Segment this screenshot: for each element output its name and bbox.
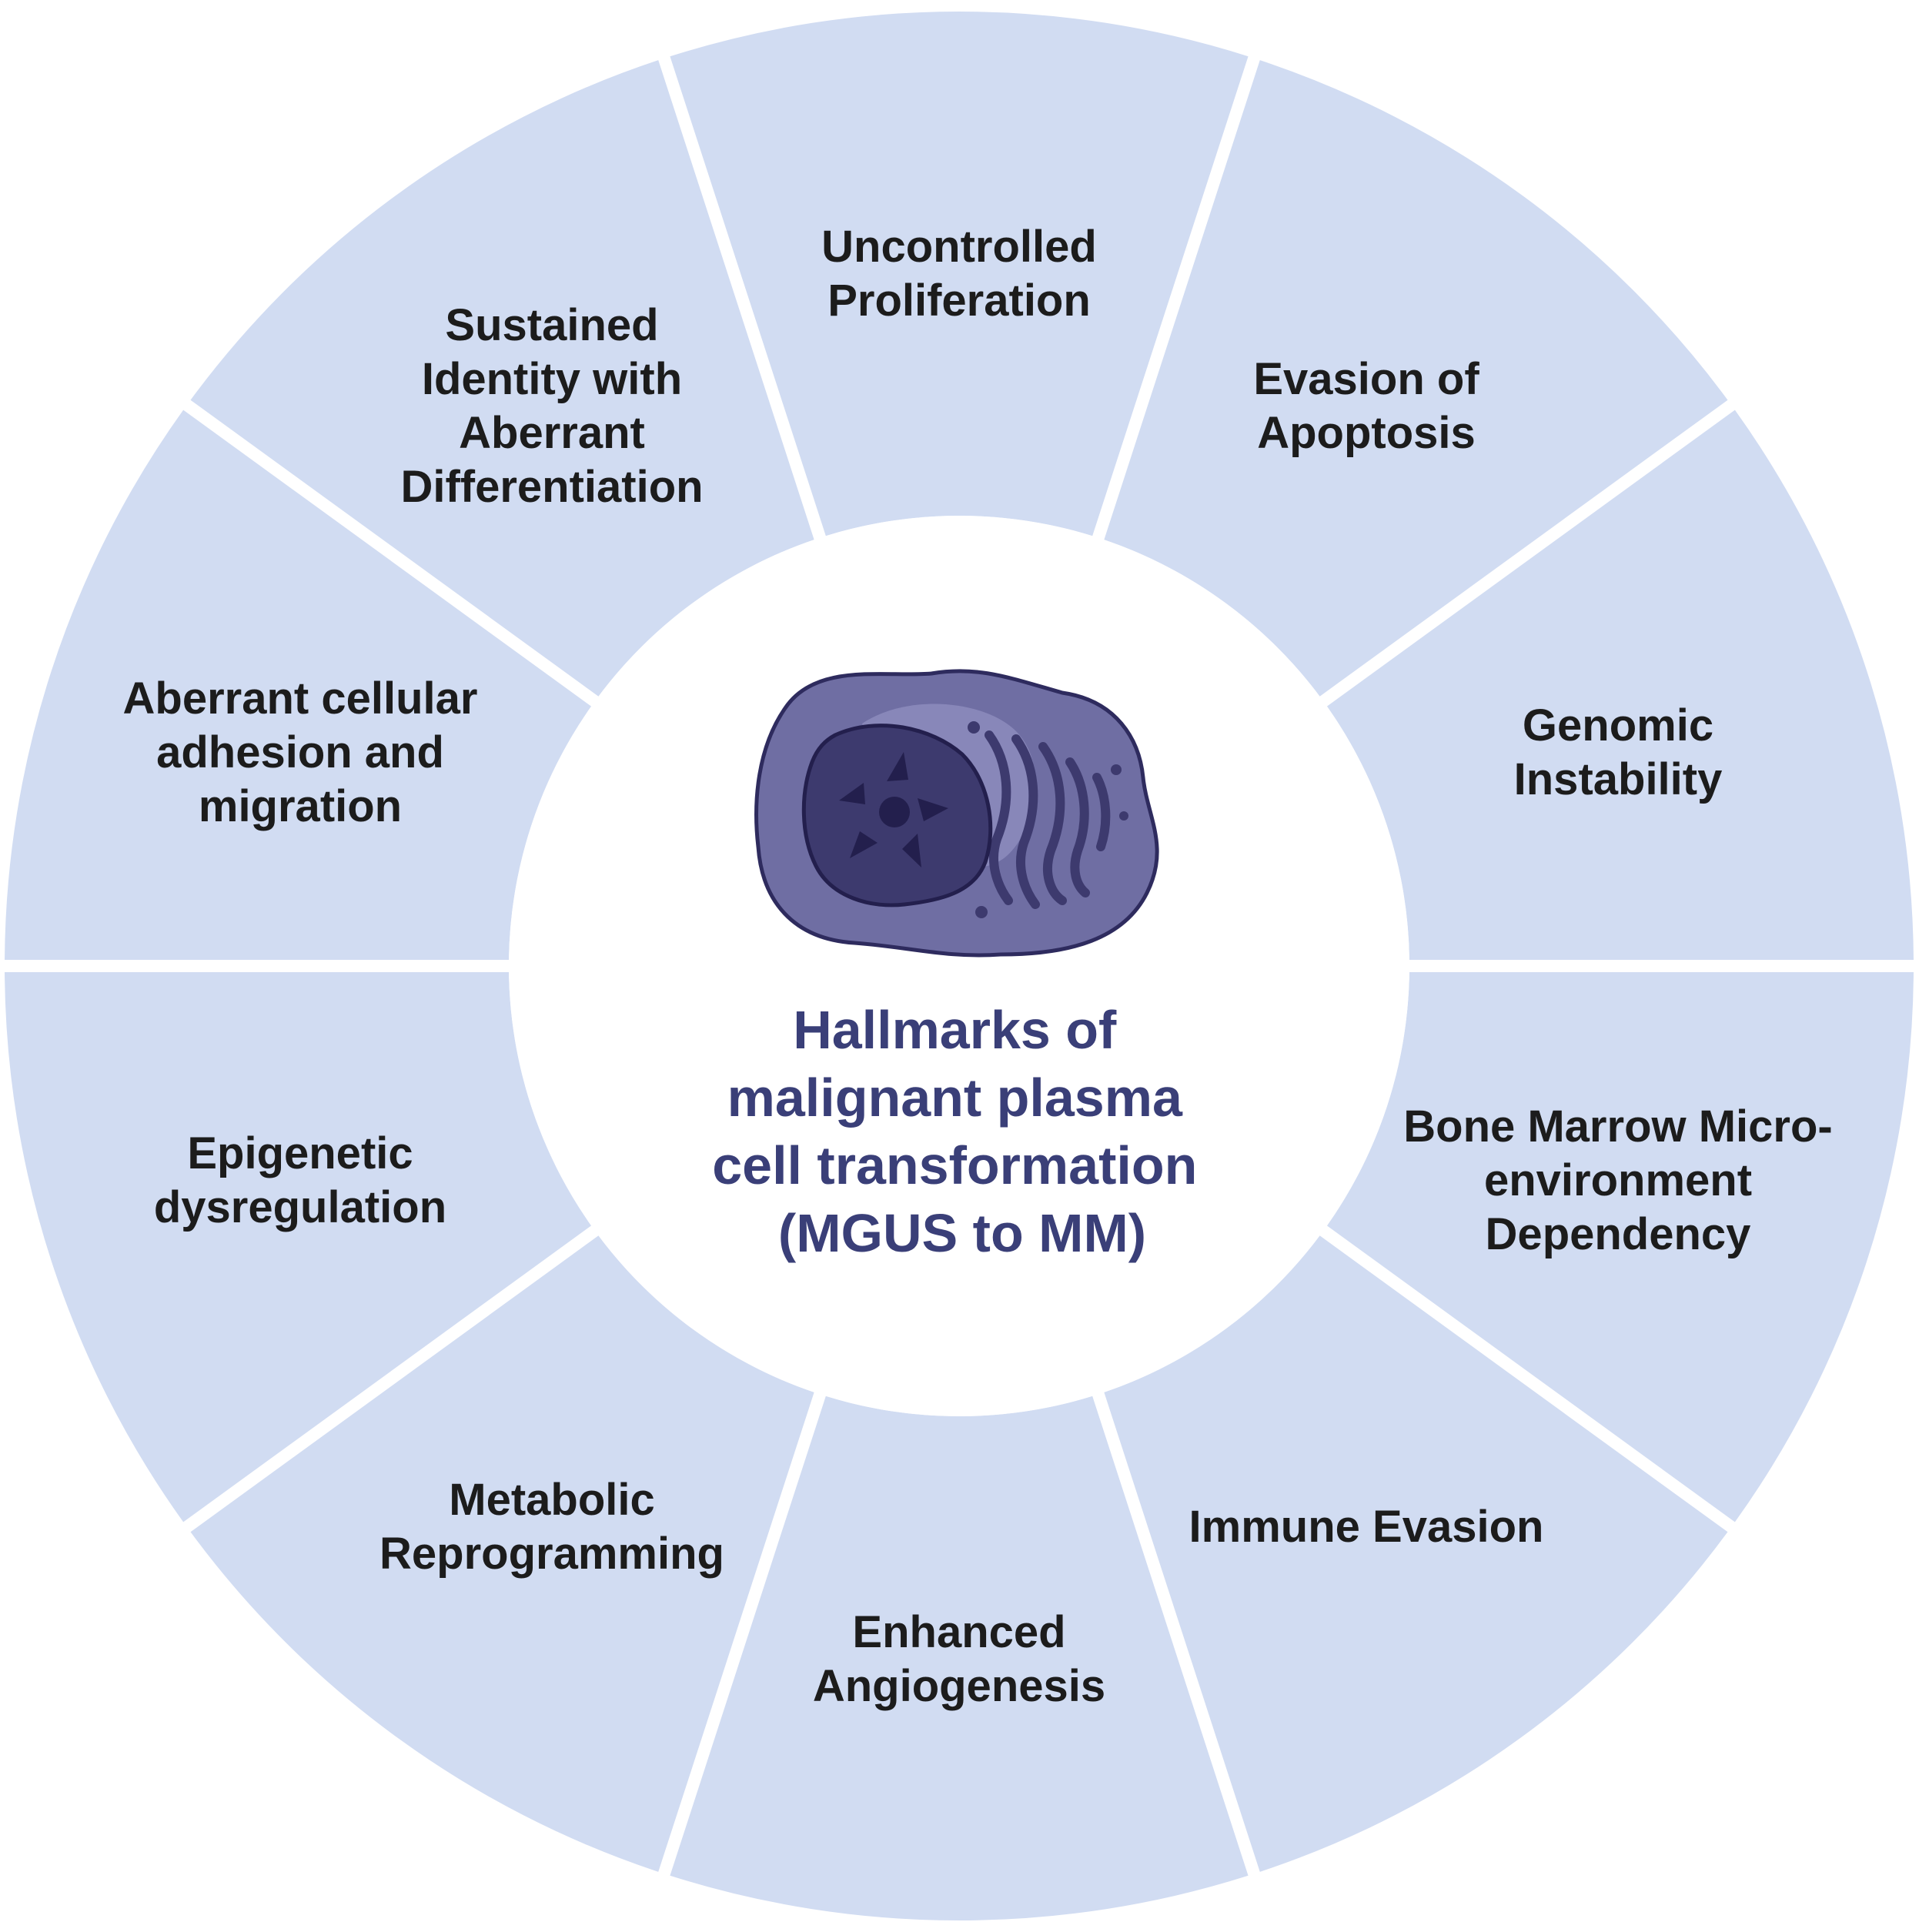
segment-epigenetic-dysregulation xyxy=(5,971,592,1523)
label-line: dysregulation xyxy=(154,1182,446,1232)
center-title-line: Hallmarks of xyxy=(793,1000,1117,1060)
center-title-line: cell transformation xyxy=(712,1135,1197,1195)
label-line: Instability xyxy=(1514,754,1723,804)
segment-evasion-of-apoptosis xyxy=(1104,60,1728,697)
label-immune-evasion: Immune Evasion xyxy=(1189,1502,1544,1552)
label-line: adhesion and xyxy=(156,727,444,777)
label-line: Dependency xyxy=(1486,1209,1751,1259)
label-line: Uncontrolled xyxy=(821,222,1097,272)
label-line: Identity with xyxy=(422,354,682,404)
center-title-line: (MGUS to MM) xyxy=(778,1203,1146,1263)
segment-metabolic-reprogramming xyxy=(190,1235,814,1872)
label-line: Proliferation xyxy=(827,276,1091,326)
segment-bone-marrow-microenvironment-dependency xyxy=(1326,971,1914,1523)
label-line: Aberrant cellular xyxy=(123,674,478,724)
label-line: Sustained xyxy=(445,300,658,350)
label-line: Genomic xyxy=(1523,700,1713,750)
center-circle xyxy=(509,516,1409,1416)
label-line: Aberrant xyxy=(459,408,645,458)
center-title: Hallmarks of malignant plasma cell trans… xyxy=(712,1000,1212,1263)
label-line: Epigenetic xyxy=(187,1128,413,1178)
label-line: Reprogramming xyxy=(379,1529,724,1579)
label-line: Enhanced xyxy=(852,1607,1065,1657)
segment-immune-evasion xyxy=(1104,1235,1728,1872)
label-line: Metabolic xyxy=(449,1475,655,1525)
label-line: Apoptosis xyxy=(1257,408,1476,458)
segment-aberrant-cellular-adhesion-and-migration xyxy=(5,409,592,961)
segments-group xyxy=(5,12,1914,1920)
segment-sustained-identity-with-aberrant-differentiation xyxy=(190,60,814,697)
label-line: Angiogenesis xyxy=(813,1661,1105,1711)
label-line: Differentiation xyxy=(400,462,703,512)
label-line: Bone Marrow Micro- xyxy=(1403,1101,1833,1152)
segment-uncontrolled-proliferation xyxy=(670,12,1249,536)
label-line: migration xyxy=(199,781,402,831)
label-line: Evasion of xyxy=(1253,354,1479,404)
center-title-line: malignant plasma xyxy=(727,1068,1183,1128)
plasma-cell-icon xyxy=(754,669,1159,958)
label-line: Immune Evasion xyxy=(1189,1502,1544,1552)
segment-enhanced-angiogenesis xyxy=(670,1396,1249,1920)
label-line: environment xyxy=(1484,1155,1752,1205)
segment-genomic-instability xyxy=(1326,409,1914,961)
